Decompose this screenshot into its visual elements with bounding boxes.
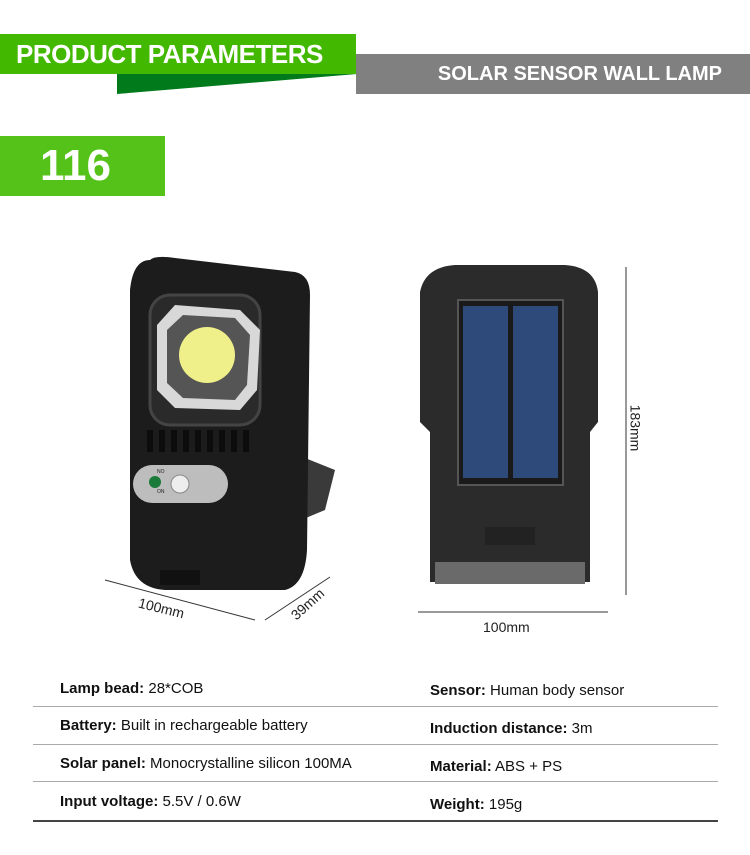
spec-input-voltage: Input voltage: 5.5V / 0.6W — [60, 793, 241, 810]
row-divider — [33, 706, 718, 707]
spec-solar-panel: Solar panel: Monocrystalline silicon 100… — [60, 755, 352, 772]
spec-induction-distance: Induction distance: 3m — [430, 720, 593, 737]
switch-off-label: NO — [157, 469, 165, 475]
banner-fold-decoration — [117, 74, 357, 94]
back-lamp-image — [420, 265, 598, 584]
spec-sensor: Sensor: Human body sensor — [430, 682, 625, 699]
header-subtitle: SOLAR SENSOR WALL LAMP — [356, 54, 750, 94]
dimension-lines-back — [418, 267, 627, 613]
front-lamp-image: NO ON — [130, 256, 335, 590]
row-divider — [33, 781, 718, 782]
dimension-lines-front — [104, 576, 331, 621]
header-title: PRODUCT PARAMETERS — [0, 34, 356, 74]
height-dimension: 183mm — [627, 404, 644, 452]
table-bottom-rule — [33, 820, 718, 822]
spec-material: Material: ABS + PS — [430, 758, 563, 775]
back-width-dimension: 100mm — [483, 619, 530, 635]
spec-lamp-bead: Lamp bead: 28*COB — [60, 680, 204, 697]
spec-battery: Battery: Built in rechargeable battery — [60, 717, 308, 734]
row-divider — [33, 744, 718, 745]
spec-weight: Weight: 195g — [430, 796, 523, 813]
switch-on-label: ON — [157, 489, 165, 495]
model-number-badge: 116 — [0, 136, 165, 196]
